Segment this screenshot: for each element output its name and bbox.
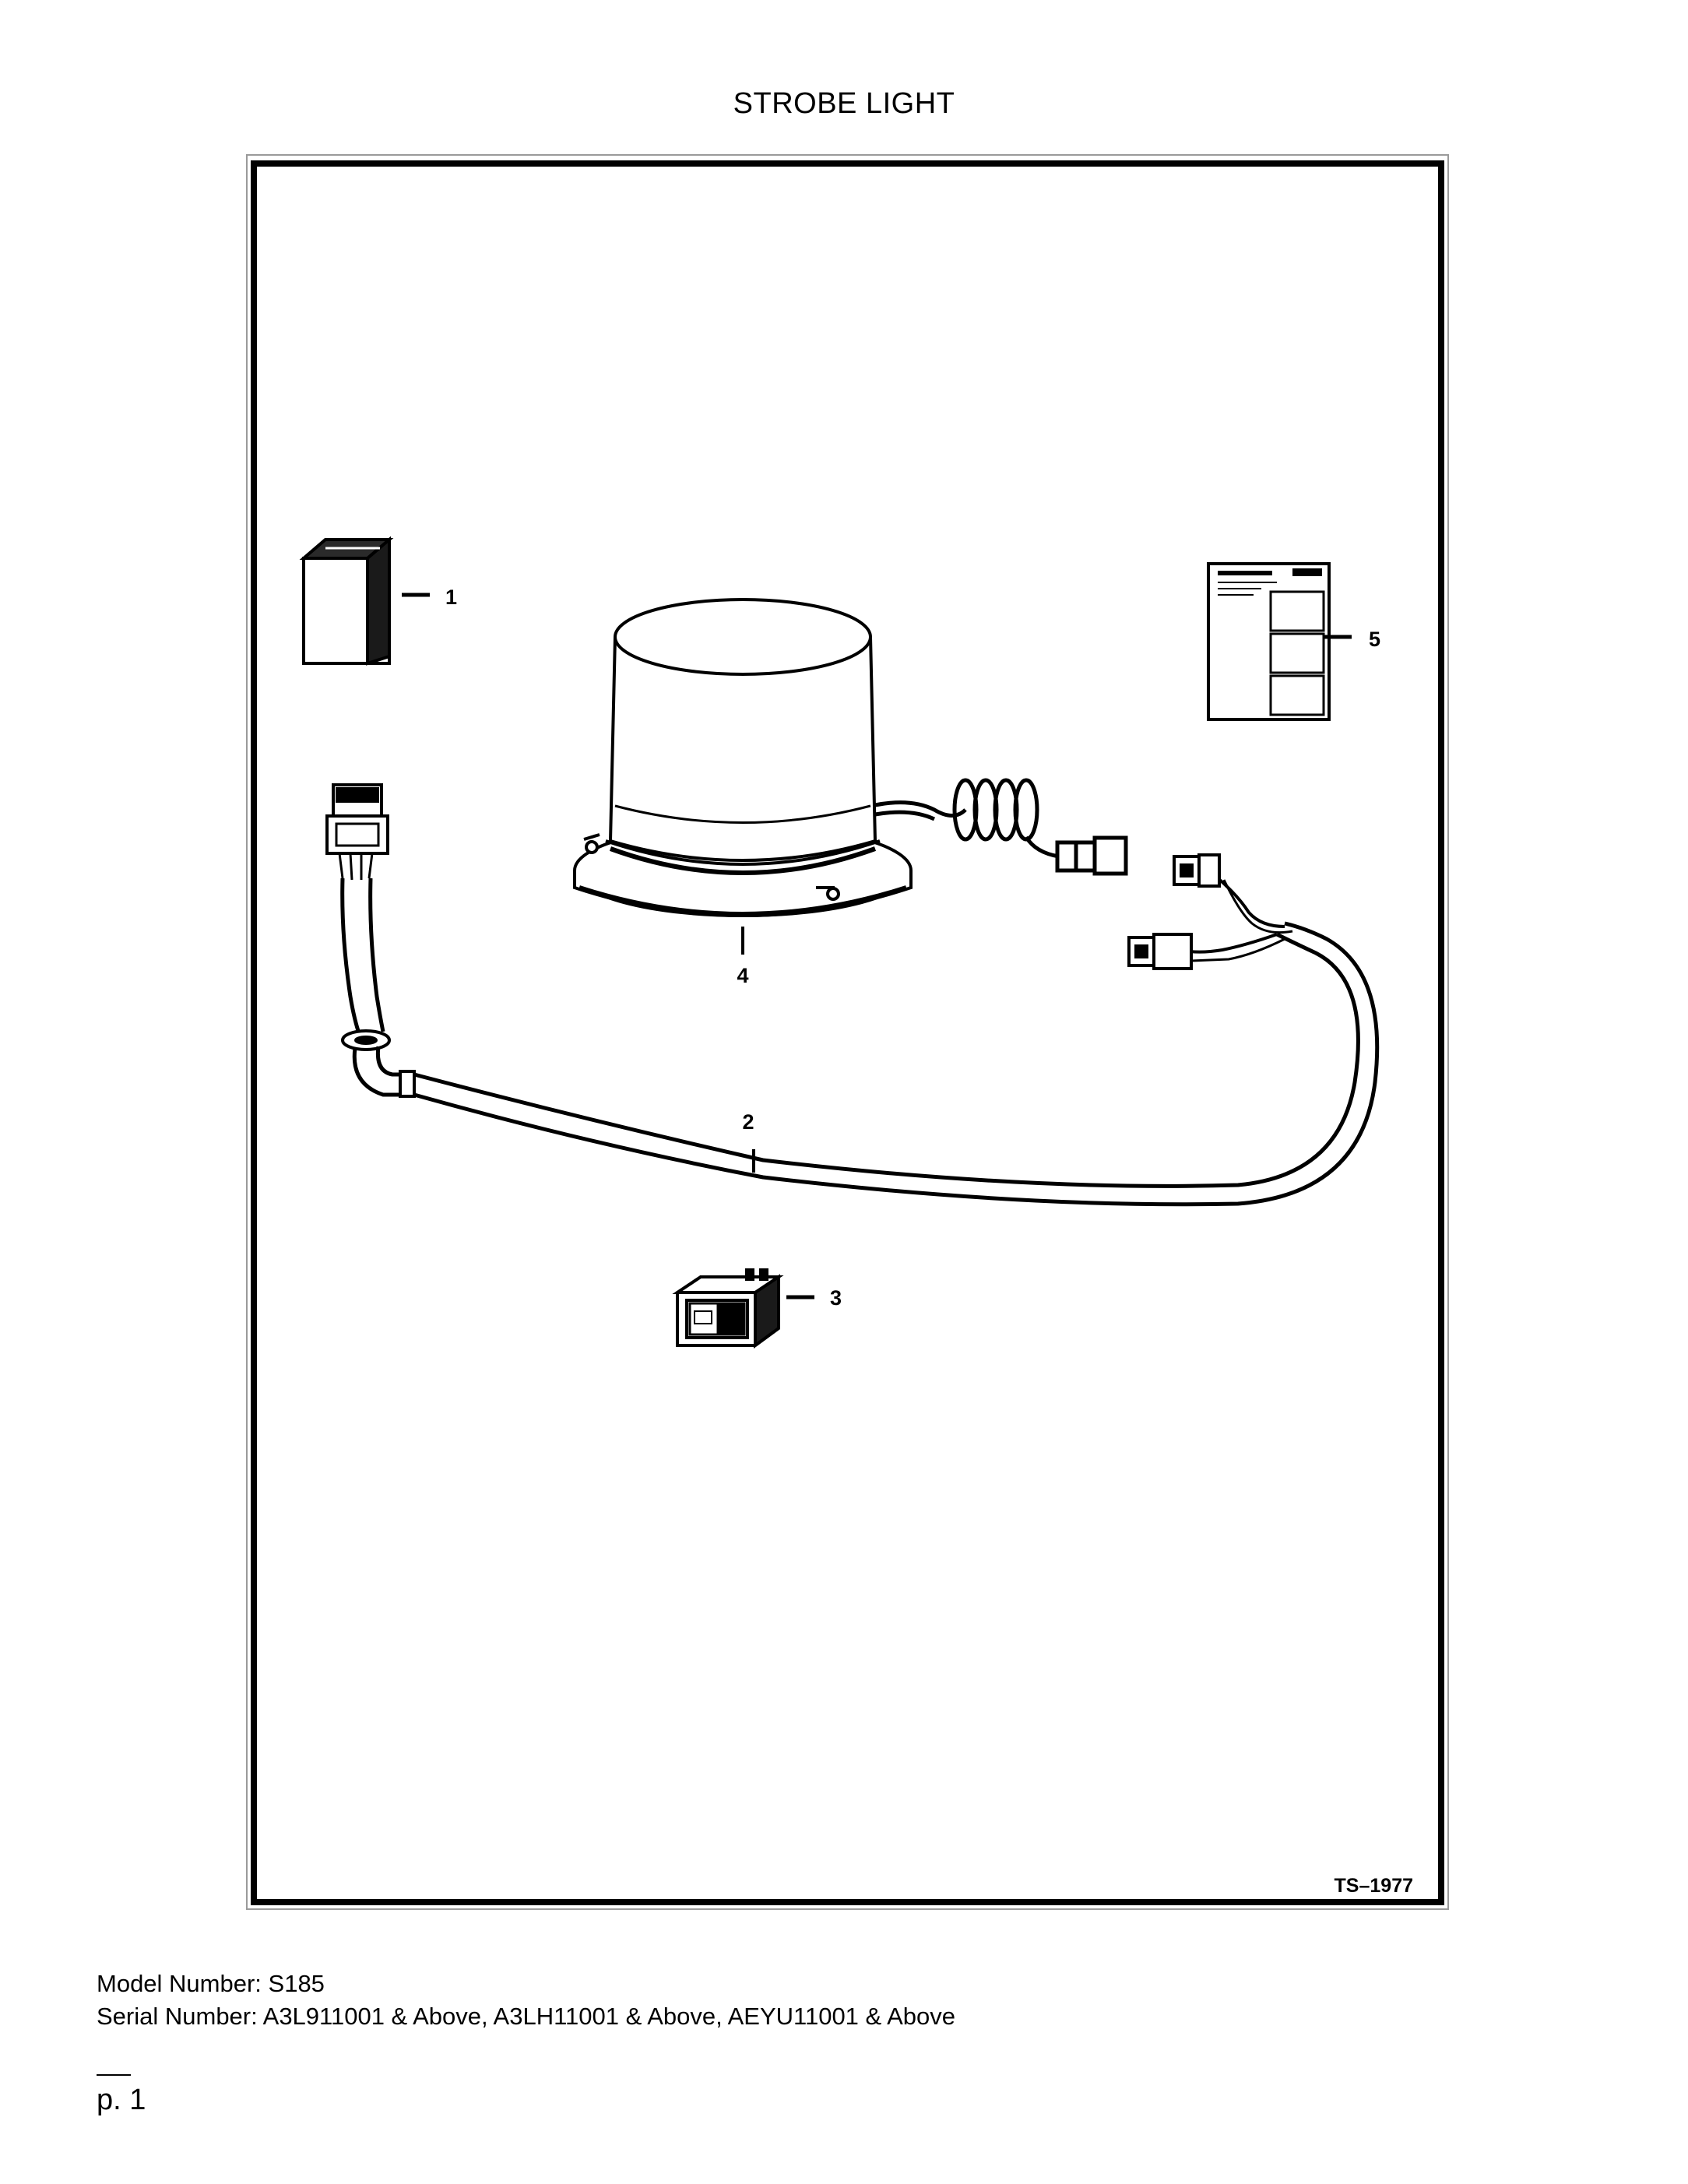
coiled-cord	[874, 778, 1128, 876]
callout-3: 3	[830, 1286, 842, 1310]
drawing-number: TS–1977	[1334, 1875, 1413, 1897]
rocker-switch-part	[672, 1268, 784, 1349]
page-title: STROBE LIGHT	[733, 87, 955, 120]
wiring-harness-part	[325, 783, 1380, 1207]
serial-number: Serial Number: A3L911001 & Above, A3LH11…	[97, 2003, 956, 2030]
callout-5: 5	[1369, 628, 1380, 651]
page-divider	[97, 2074, 131, 2076]
model-number: Model Number: S185	[97, 1970, 325, 1997]
callout-4: 4	[737, 964, 748, 987]
strobe-beacon-part	[573, 598, 913, 917]
callout-1: 1	[445, 586, 457, 609]
relay-module-part	[299, 536, 394, 666]
illustration-frame-outer	[246, 154, 1449, 1910]
illustration-frame	[251, 160, 1444, 1905]
page-number: p. 1	[97, 2084, 146, 2116]
callout-2: 2	[742, 1110, 754, 1134]
instruction-sheet-part	[1207, 562, 1331, 721]
